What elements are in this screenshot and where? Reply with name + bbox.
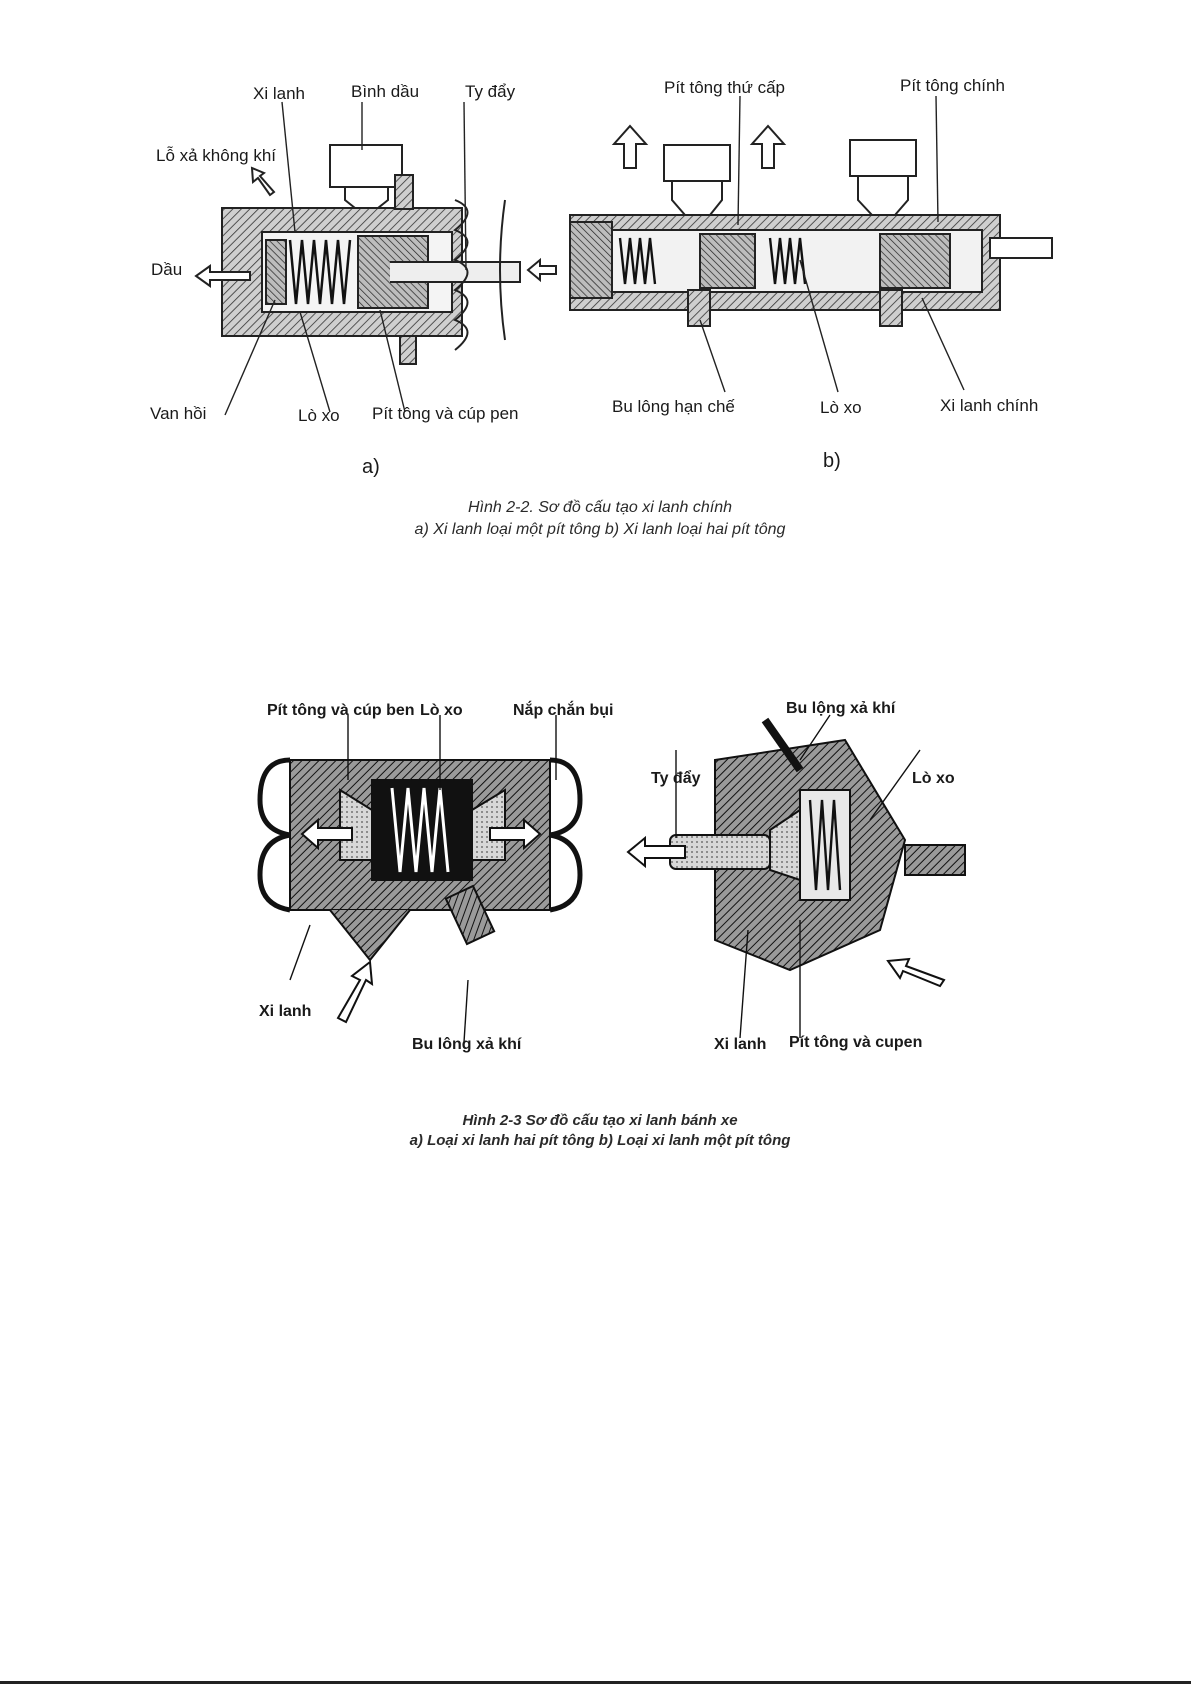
- label-bu-long-han-che: Bu lông hạn chế: [612, 397, 735, 416]
- figure-2-3: Pít tông và cúp ben Lò xo Nắp chắn bụi X…: [0, 680, 1191, 1180]
- figure-2-2-caption-line2: a) Xi lanh loại một pít tông b) Xi lanh …: [414, 521, 786, 538]
- label-xi-lanh: Xi lanh: [253, 84, 305, 103]
- label-bu-long-xa-khi-23b: Bu lộng xả khí: [786, 700, 896, 717]
- label-lo-xo-b: Lò xo: [820, 398, 862, 417]
- fig-a-body: [221, 144, 521, 365]
- label-xi-lanh-23b: Xi lanh: [714, 1036, 767, 1053]
- label-lo-xo-23a: Lò xo: [420, 702, 463, 719]
- figure-2-2: Xi lanh Bình dầu Ty đẩy Lỗ xả không khí …: [0, 0, 1191, 560]
- label-xi-lanh-23a: Xi lanh: [259, 1003, 312, 1020]
- fig23-a-leaders: [289, 715, 557, 1043]
- fig-a-leaders: [224, 101, 467, 416]
- label-ty-day-23b: Ty đẩy: [651, 770, 701, 787]
- label-dau: Dầu: [151, 260, 183, 279]
- label-pit-tong-cup-pen: Pít tông và cúp pen: [372, 404, 519, 423]
- master-cylinder-single-piston-drawing: [194, 95, 1053, 416]
- label-lo-xa-khong-khi: Lỗ xả không khí: [156, 146, 277, 165]
- label-pit-tong-cupen: Pít tông và cupen: [789, 1034, 923, 1051]
- figure-2-3-caption-line1: Hình 2-3 Sơ đồ cấu tạo xi lanh bánh xe: [462, 1112, 738, 1129]
- label-xi-lanh-chinh: Xi lanh chính: [940, 396, 1039, 415]
- wheel-cylinder-drawing: [257, 714, 966, 1043]
- figure-2-2-caption-line1: Hình 2-2. Sơ đồ cấu tạo xi lanh chính: [467, 499, 733, 516]
- fig23-b-leaders: [675, 714, 921, 1039]
- figure-2-3-caption-line2: a) Loại xi lanh hai pít tông b) Loại xi …: [409, 1132, 791, 1149]
- fig23-b-body: [669, 717, 966, 972]
- page-bottom-border: [0, 1681, 1191, 1684]
- fig23-a-arrows: [300, 817, 542, 1024]
- label-lo-xo: Lò xo: [298, 406, 340, 425]
- label-ty-day: Ty đẩy: [465, 82, 516, 101]
- label-pit-tong-thu-cap: Pít tông thứ cấp: [664, 78, 786, 97]
- fig23-b-arrows: [626, 835, 946, 988]
- label-lo-xo-23b: Lò xo: [912, 770, 955, 787]
- label-binh-dau: Bình dầu: [351, 82, 420, 101]
- subfigure-label-a: a): [362, 456, 380, 478]
- label-van-hoi: Van hồi: [150, 404, 207, 423]
- label-pit-tong-cup-ben: Pít tông và cúp ben: [267, 702, 415, 719]
- subfigure-label-b: b): [823, 450, 841, 472]
- label-nap-chan-bui: Nắp chắn bụi: [513, 702, 614, 719]
- label-bu-long-xa-khi-23a: Bu lông xả khí: [412, 1036, 522, 1053]
- fig-b-body: [569, 139, 1053, 327]
- label-pit-tong-chinh: Pít tông chính: [900, 76, 1005, 95]
- fig-b-leaders: [699, 95, 965, 393]
- fig-a-arrows: [194, 166, 557, 288]
- fig-b-arrows: [611, 124, 787, 169]
